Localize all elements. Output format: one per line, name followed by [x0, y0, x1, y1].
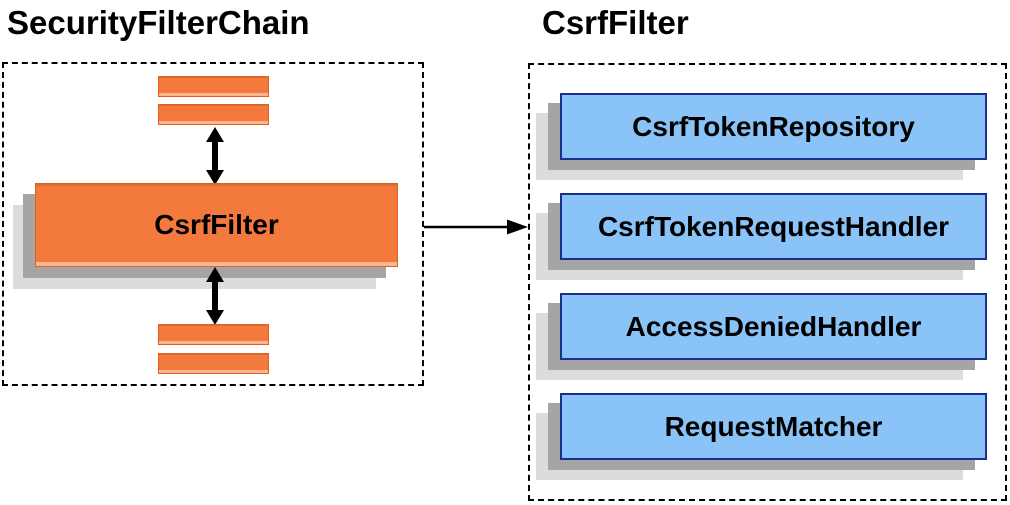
component-node-request-matcher: RequestMatcher [560, 393, 987, 460]
component-label: AccessDeniedHandler [625, 310, 922, 342]
component-node-csrf-token-request-handler: CsrfTokenRequestHandler [560, 193, 987, 260]
component-label: RequestMatcher [664, 410, 883, 442]
component-label: CsrfTokenRequestHandler [597, 210, 950, 242]
csrf-filter-boundary [528, 63, 1007, 501]
component-node-group: CsrfTokenRequestHandler [536, 193, 988, 281]
filter-placeholder-bar [158, 104, 269, 125]
security-filter-chain-boundary [2, 62, 424, 386]
component-node-group: CsrfTokenRepository [536, 93, 988, 181]
arrow-right-icon [424, 219, 528, 235]
filter-placeholder-bar [158, 324, 269, 345]
csrf-filter-node-group: CsrfFilter [13, 183, 398, 289]
component-label: CsrfTokenRepository [632, 110, 915, 142]
component-node-access-denied-handler: AccessDeniedHandler [560, 293, 987, 360]
filter-placeholder-bar [158, 353, 269, 374]
csrf-filter-title: CsrfFilter [542, 4, 689, 41]
csrf-filter-node-label: CsrfFilter [154, 209, 279, 240]
filter-placeholder-bar [158, 76, 269, 97]
security-filter-chain-title: SecurityFilterChain [7, 4, 310, 41]
component-node-csrf-token-repository: CsrfTokenRepository [560, 93, 987, 160]
bidirectional-arrow-icon [206, 127, 224, 185]
component-node-group: RequestMatcher [536, 393, 988, 481]
component-node-group: AccessDeniedHandler [536, 293, 988, 381]
csrf-filter-node: CsrfFilter [35, 183, 398, 267]
bidirectional-arrow-icon [206, 267, 224, 325]
